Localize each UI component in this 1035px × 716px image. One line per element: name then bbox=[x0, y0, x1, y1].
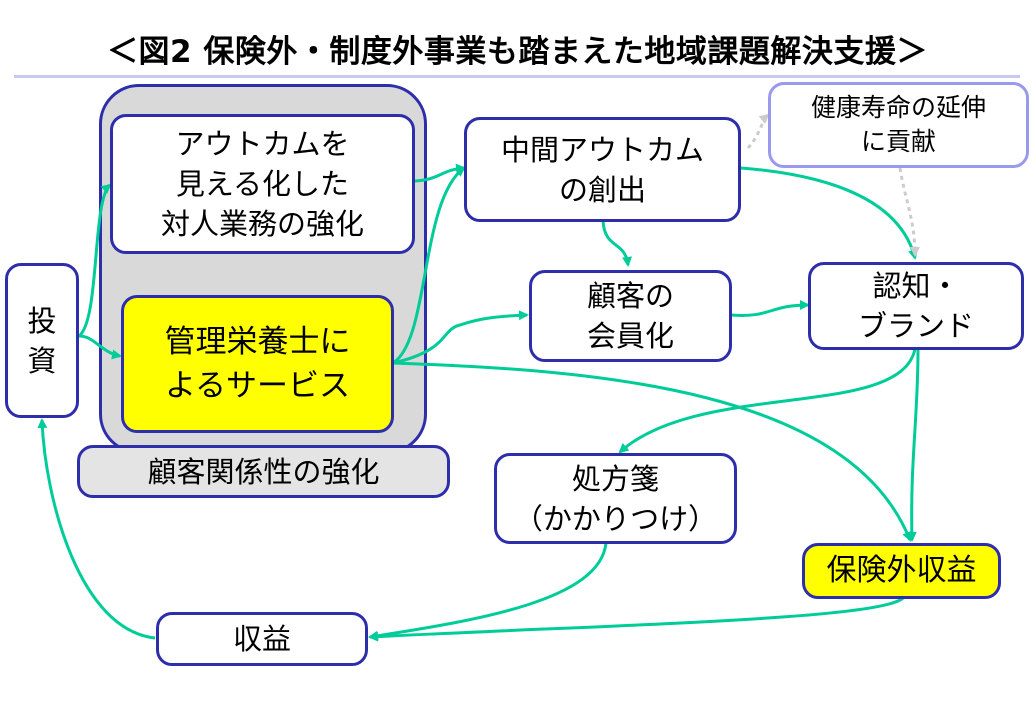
arrow-service-to-membership bbox=[392, 310, 529, 365]
node-revenue: 収益 bbox=[156, 612, 368, 666]
arrow-service-to-intermediate bbox=[392, 166, 466, 365]
node-healthy-life: 健康寿命の延伸 に貢献 bbox=[768, 82, 1029, 168]
arrow-non-insurance-to-revenue bbox=[368, 596, 905, 642]
arrow-brand-to-prescription bbox=[618, 348, 917, 454]
node-intermediate-outcome: 中間アウトカム の創出 bbox=[464, 117, 741, 222]
title-underline bbox=[14, 75, 1020, 78]
arrow-investment-to-service bbox=[78, 334, 122, 360]
arrow-intermediate-to-membership bbox=[601, 220, 633, 267]
arrow-revenue-to-investment bbox=[37, 418, 156, 640]
dotted-arrow-intermediate-to-healthy-life bbox=[746, 113, 770, 150]
dotted-arrow-healthy-life-to-brand bbox=[898, 167, 920, 257]
node-investment: 投 資 bbox=[5, 263, 79, 418]
node-prescription: 処方箋 （かかりつけ） bbox=[494, 453, 737, 544]
arrow-membership-to-brand bbox=[731, 300, 810, 317]
node-membership: 顧客の 会員化 bbox=[529, 270, 732, 362]
arrow-intermediate-to-brand bbox=[740, 166, 918, 260]
node-brand: 認知・ ブランド bbox=[808, 262, 1024, 350]
node-outcome-visualization: アウトカムを 見える化した 対人業務の強化 bbox=[110, 114, 415, 254]
arrow-prescription-to-revenue bbox=[368, 542, 608, 641]
node-customer-relationship: 顧客関係性の強化 bbox=[77, 445, 450, 498]
arrow-investment-to-outcome bbox=[77, 183, 112, 338]
arrow-brand-to-non-insurance-revenue bbox=[906, 348, 920, 542]
node-non-insurance-revenue: 保険外収益 bbox=[802, 543, 1001, 599]
diagram-title: ＜図2 保険外・制度外事業も踏まえた地域課題解決支援＞ bbox=[107, 34, 928, 70]
node-dietitian-service: 管理栄養士に よるサービス bbox=[121, 295, 394, 433]
arrow-service-to-non-insurance-revenue bbox=[392, 361, 912, 542]
